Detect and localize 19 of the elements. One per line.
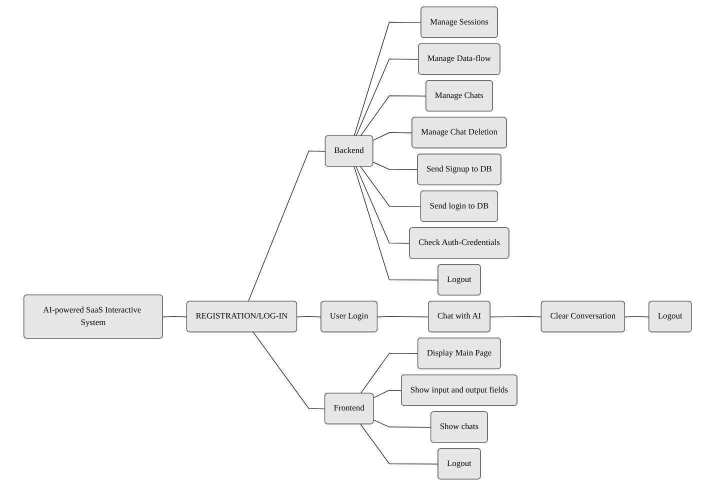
connector bbox=[372, 162, 418, 170]
connector bbox=[252, 332, 326, 410]
connector bbox=[360, 424, 438, 464]
connector bbox=[372, 132, 412, 141]
connector bbox=[360, 166, 422, 207]
connector bbox=[490, 316, 542, 318]
connector bbox=[248, 150, 326, 302]
connector bbox=[377, 316, 429, 318]
connector bbox=[360, 353, 418, 394]
connector bbox=[624, 316, 650, 318]
connector bbox=[162, 316, 188, 318]
connector bbox=[356, 166, 410, 244]
connector bbox=[373, 390, 402, 398]
connector bbox=[296, 316, 322, 318]
connector bbox=[373, 420, 432, 428]
connector bbox=[354, 22, 422, 136]
connector bbox=[354, 166, 438, 280]
connector bbox=[356, 58, 419, 136]
connector bbox=[360, 96, 426, 136]
